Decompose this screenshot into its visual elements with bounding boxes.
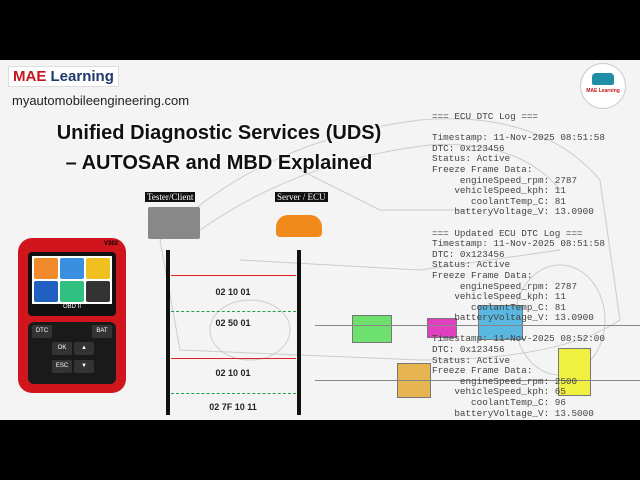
screen-label: OBD II: [62, 304, 81, 310]
server-lifeline: [297, 250, 301, 415]
request-arrow: [171, 275, 296, 276]
response-arrow: [171, 393, 296, 394]
logo-text: MAE Learning: [586, 88, 620, 94]
server-label: Server / ECU: [275, 192, 328, 202]
app-icon: [60, 281, 84, 302]
signal-line: [315, 380, 640, 381]
obd-scanner-image: V302 OBD II DTC BAT OK ▲ ESC ▼: [18, 238, 126, 393]
message-label: 02 7F 10 11: [209, 402, 257, 412]
model-block: [558, 348, 591, 396]
channel-logo: MAE Learning: [580, 63, 626, 109]
up-key: ▲: [74, 342, 94, 355]
dtc-key: DTC: [32, 325, 52, 338]
client-lifeline: [166, 250, 170, 415]
model-block: [427, 318, 457, 338]
esc-key: ESC: [52, 360, 72, 373]
ok-key: OK: [52, 342, 72, 355]
message-label: 02 10 01: [215, 368, 251, 378]
ecu-dtc-log: === ECU DTC Log === Timestamp: 11-Nov-20…: [432, 111, 605, 419]
title-line-2: – AUTOSAR and MBD Explained: [65, 152, 373, 174]
request-arrow: [171, 358, 296, 359]
website-url: myautomobileengineering.com: [12, 93, 190, 108]
app-icon: [34, 258, 58, 279]
model-block: [352, 315, 392, 343]
app-icon: [34, 281, 58, 302]
message-label: 02 10 01: [215, 287, 251, 297]
app-icon: [60, 258, 84, 279]
title-line-1: Unified Diagnostic Services (UDS): [56, 122, 382, 144]
message-label: 02 50 01: [215, 318, 251, 328]
down-key: ▼: [74, 360, 94, 373]
app-icon: [86, 281, 110, 302]
brand-mae: MAE: [13, 68, 47, 85]
sports-car-icon: [276, 215, 322, 237]
car-icon: [592, 73, 614, 85]
client-label: Tester/Client: [145, 192, 196, 202]
thumbnail: MAE Learning myautomobileengineering.com…: [0, 60, 640, 420]
app-icon: [86, 258, 110, 279]
model-block: [478, 305, 523, 340]
laptop-icon: [148, 207, 200, 239]
bat-key: BAT: [92, 325, 112, 338]
brand-learning: Learning: [46, 68, 114, 85]
scanner-screen: OBD II: [28, 252, 116, 316]
simulink-model: [315, 285, 640, 420]
keypad: DTC BAT OK ▲ ESC ▼: [28, 322, 116, 384]
scanner-model: V302: [103, 241, 118, 247]
brand-logo: MAE Learning: [8, 66, 119, 87]
signal-line: [315, 325, 640, 326]
response-arrow: [171, 311, 296, 312]
video-title: Unified Diagnostic Services (UDS) – AUTO…: [14, 118, 424, 178]
